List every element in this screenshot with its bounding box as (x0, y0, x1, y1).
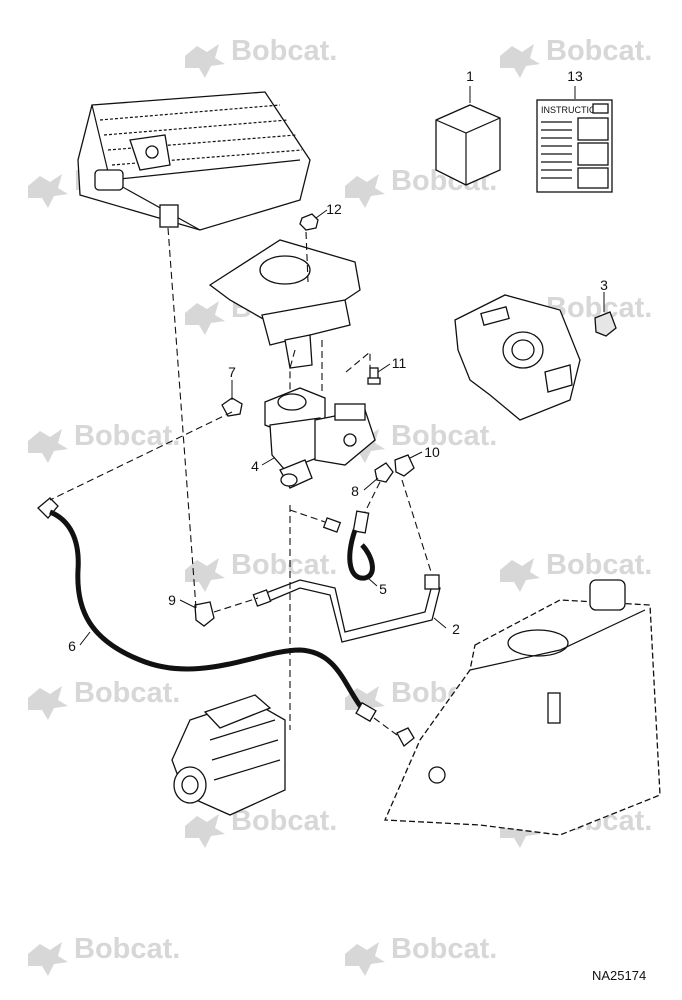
drawing-reference: NA25174 (592, 968, 646, 983)
callout-2: 2 (452, 621, 460, 637)
part-13-instructions: INSTRUCTIONS (536, 99, 613, 193)
callout-layer: 1 13 12 3 11 7 10 4 8 5 9 2 6 (68, 68, 608, 654)
callout-11: 11 (392, 355, 407, 371)
callout-7: 7 (228, 364, 236, 380)
bobcat-logo-icon (345, 174, 385, 208)
bobcat-logo-icon (28, 942, 68, 976)
bobcat-logo-icon (345, 942, 385, 976)
part-9-elbow (194, 601, 215, 627)
callout-10: 10 (424, 444, 440, 460)
watermark: Bobcat. (185, 805, 337, 848)
cooler-assembly (77, 91, 311, 231)
callout-8: 8 (351, 483, 359, 499)
watermark: Bobcat. (500, 549, 652, 592)
watermark-text: Bobcat. (74, 420, 180, 452)
watermark-text: Bobcat. (546, 35, 652, 67)
watermark-text: Bobcat. (74, 677, 180, 709)
part-1-box (435, 104, 501, 186)
part-6-hose (37, 497, 377, 723)
hydraulic-pump (171, 694, 286, 816)
bobcat-logo-icon (28, 174, 68, 208)
hydraulic-tank (384, 579, 661, 836)
bobcat-logo-icon (500, 558, 540, 592)
watermark: Bobcat. (28, 420, 180, 463)
watermark-text: Bobcat. (74, 933, 180, 965)
bobcat-logo-icon (185, 301, 225, 335)
callout-4: 4 (251, 458, 259, 474)
bobcat-logo-icon (185, 814, 225, 848)
callout-9: 9 (168, 592, 176, 608)
instructions-title: INSTRUCTIONS (541, 105, 609, 115)
part-12-nut (299, 213, 319, 231)
bobcat-logo-icon (28, 429, 68, 463)
watermark: Bobcat. (500, 35, 652, 78)
bobcat-logo-icon (185, 558, 225, 592)
watermark-text: Bobcat. (546, 549, 652, 581)
bobcat-logo-icon (500, 44, 540, 78)
part-2-tube (252, 574, 441, 643)
leader-lines (79, 86, 605, 646)
console-housing (454, 294, 581, 421)
part-4-valve-assembly (264, 387, 376, 489)
watermark: Bobcat. (185, 549, 337, 592)
bobcat-logo-icon (28, 686, 68, 720)
watermark-text: Bobcat. (231, 549, 337, 581)
tank-fitting (396, 727, 415, 747)
watermark: Bobcat. (28, 933, 180, 976)
callout-6: 6 (68, 638, 76, 654)
mounting-bracket (208, 239, 361, 369)
watermark-text: Bobcat. (231, 35, 337, 67)
watermark-text: Bobcat. (391, 420, 497, 452)
part-10-fitting (394, 454, 415, 477)
callout-12: 12 (326, 201, 342, 217)
watermark: Bobcat. (28, 677, 180, 720)
watermark: Bobcat. (345, 933, 497, 976)
watermark: Bobcat. (185, 35, 337, 78)
part-3-cap (594, 311, 617, 337)
bobcat-logo-icon (185, 44, 225, 78)
connection-lines (49, 227, 433, 736)
callout-3: 3 (600, 277, 608, 293)
callout-1: 1 (466, 68, 474, 84)
callout-5: 5 (379, 581, 387, 597)
part-8-fitting (374, 462, 394, 483)
watermark: Bobcat. (345, 165, 497, 208)
watermark-text: Bobcat. (391, 933, 497, 965)
part-11-bolt (367, 367, 381, 385)
callout-13: 13 (567, 68, 583, 84)
part-7-fitting (221, 397, 243, 417)
watermark-text: Bobcat. (231, 805, 337, 837)
part-5-hose (322, 510, 375, 581)
